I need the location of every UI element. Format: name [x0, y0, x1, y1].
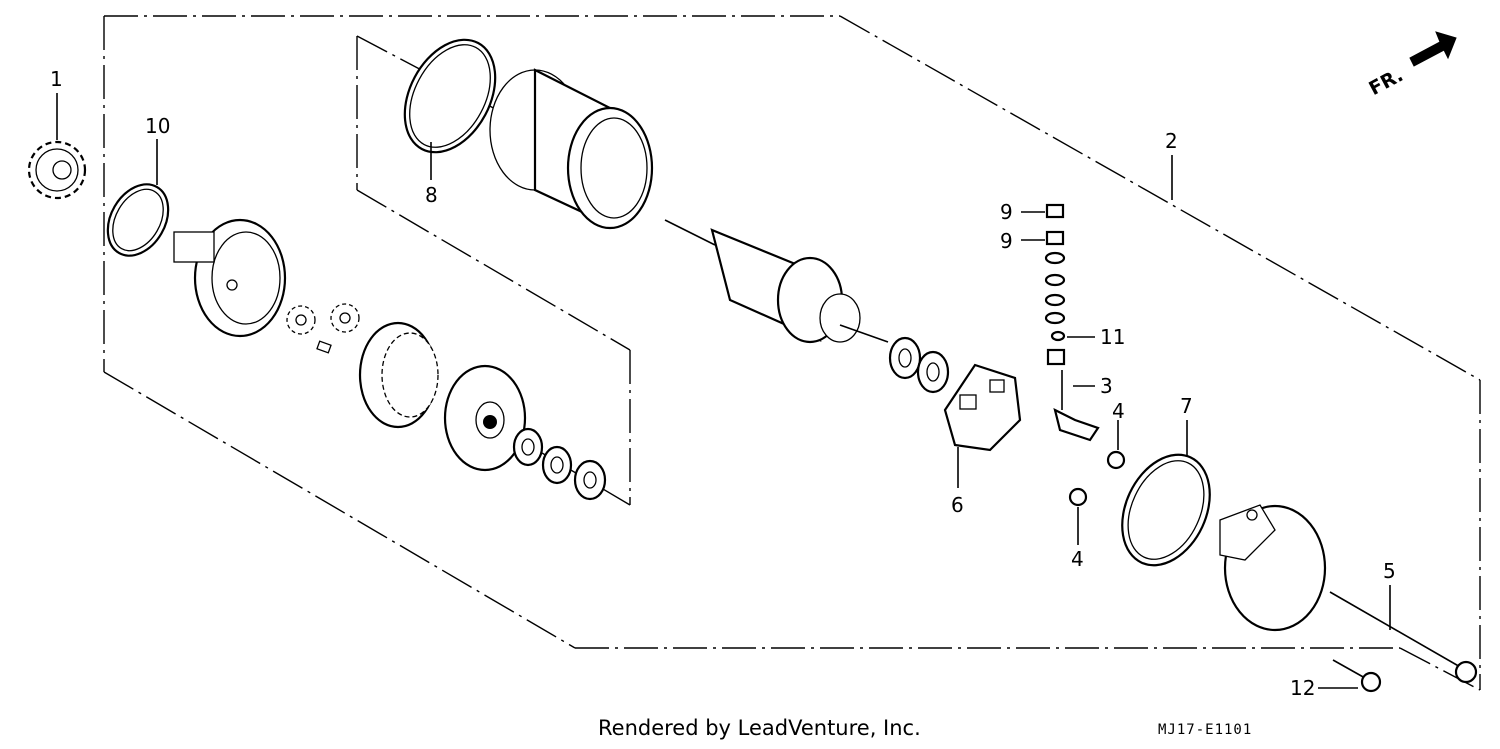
callout-2: 2	[1165, 129, 1178, 153]
front-housing-part	[173, 218, 287, 338]
callout-3: 3	[1100, 374, 1113, 398]
diagram-code: MJ17-E1101	[1158, 722, 1253, 738]
callout-12: 12	[1290, 676, 1315, 700]
o-ring-part	[106, 139, 170, 257]
drive-gear-part	[27, 93, 87, 200]
planetary-gear-part	[286, 303, 360, 354]
flange-bolt-part	[1318, 659, 1382, 693]
ring-gear-part	[358, 321, 439, 429]
callout-9-upper: 9	[1000, 200, 1013, 224]
washer-set-part	[512, 427, 607, 501]
brush-holder-part	[943, 363, 1022, 488]
callout-10: 10	[145, 114, 170, 138]
armature-part	[664, 219, 889, 344]
carrier-plate-part	[443, 364, 527, 472]
callout-7: 7	[1180, 394, 1193, 418]
callout-11: 11	[1100, 325, 1125, 349]
callout-1: 1	[50, 67, 63, 91]
callout-9-lower: 9	[1000, 229, 1013, 253]
yoke-o-ring-part	[403, 38, 497, 180]
render-credit: Rendered by LeadVenture, Inc.	[598, 716, 921, 740]
front-direction-arrow-icon: FR.	[1365, 31, 1457, 100]
terminal-nut-stack-part	[1021, 203, 1100, 442]
motor-yoke-part	[489, 68, 654, 230]
callout-4-upper: 4	[1112, 399, 1125, 423]
thrust-washer-part	[888, 336, 950, 394]
rear-cover-part	[1219, 504, 1327, 632]
through-bolt-part	[1329, 585, 1478, 684]
orientation-label: FR.	[1365, 64, 1406, 100]
callout-4-lower: 4	[1071, 547, 1084, 571]
callout-8: 8	[425, 183, 438, 207]
brush-spring-part	[1068, 420, 1126, 545]
assembly-boundary	[103, 15, 1481, 691]
callout-5: 5	[1383, 559, 1396, 583]
rear-o-ring-part	[1121, 420, 1211, 567]
callout-6: 6	[951, 493, 964, 517]
